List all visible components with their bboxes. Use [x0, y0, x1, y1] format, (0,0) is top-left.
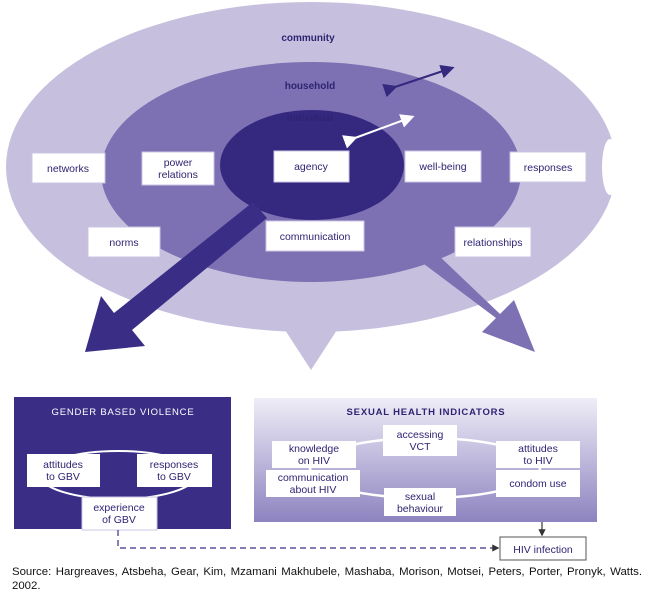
- gbv-responses-label-2: to GBV: [157, 471, 191, 483]
- gbv-responses-label-1: responses: [150, 459, 198, 471]
- source-citation: Source: Hargreaves, Atsbeha, Gear, Kim, …: [12, 566, 642, 592]
- shi-attitudes-label-2: to HIV: [523, 455, 552, 467]
- gbv-attitudes-box: attitudes to GBV: [27, 454, 100, 487]
- well-being-label: well-being: [418, 161, 466, 173]
- shi-attitudes-box: attitudes to HIV: [496, 441, 580, 468]
- norms-box: norms: [87, 226, 161, 258]
- communication-box: communication: [265, 220, 365, 252]
- relationships-label: relationships: [464, 237, 523, 249]
- shi-accessing-box: accessing VCT: [383, 425, 457, 456]
- gbv-attitudes-label-1: attitudes: [43, 459, 83, 471]
- gbv-experience-label-2: of GBV: [102, 514, 136, 526]
- networks-box: networks: [31, 152, 106, 184]
- hiv-infection-box: HIV infection: [499, 536, 587, 561]
- arrow-to-gbv: [85, 202, 267, 352]
- shi-sexual-box: sexual behaviour: [384, 488, 456, 516]
- gbv-experience-label-1: experience: [93, 502, 145, 514]
- hiv-infection-label: HIV infection: [513, 544, 573, 556]
- individual-household-arrow: [342, 114, 415, 149]
- shi-knowledge-box: knowledge on HIV: [272, 441, 356, 468]
- gbv-responses-box: responses to GBV: [137, 454, 212, 487]
- shi-accessing-label-2: VCT: [410, 441, 432, 453]
- shi-condom-box: condom use: [496, 470, 580, 497]
- arrow-center-down: [285, 293, 337, 370]
- community-label: community: [281, 33, 335, 44]
- shi-communication-box: communication about HIV: [266, 470, 360, 497]
- power-relations-label-2: relations: [158, 169, 198, 181]
- power-relations-box: power relations: [141, 151, 215, 186]
- norms-label: norms: [109, 237, 138, 249]
- communication-label: communication: [280, 231, 351, 243]
- networks-label: networks: [47, 163, 89, 175]
- well-being-box: well-being: [404, 150, 482, 183]
- gbv-title: GENDER BASED VIOLENCE: [52, 407, 195, 418]
- shi-condom-label: condom use: [509, 478, 566, 490]
- shi-communication-label-1: communication: [278, 472, 349, 484]
- shi-knowledge-label-1: knowledge: [289, 443, 339, 455]
- shi-title: SEXUAL HEALTH INDICATORS: [347, 407, 506, 418]
- ring-edge-gap: [602, 139, 618, 195]
- agency-label: agency: [294, 161, 329, 173]
- shi-knowledge-label-2: on HIV: [298, 455, 330, 467]
- gbv-attitudes-label-2: to GBV: [46, 471, 80, 483]
- shi-attitudes-label-1: attitudes: [518, 443, 558, 455]
- agency-box: agency: [273, 150, 350, 183]
- arrow-to-shi: [400, 232, 535, 352]
- responses-label: responses: [524, 162, 572, 174]
- gbv-experience-box: experience of GBV: [81, 496, 158, 531]
- relationships-box: relationships: [454, 226, 532, 258]
- household-label: household: [285, 81, 336, 92]
- shi-sexual-label-1: sexual: [405, 491, 435, 503]
- responses-box: responses: [509, 151, 587, 183]
- individual-label: individual: [287, 113, 334, 124]
- shi-communication-label-2: about HIV: [290, 484, 337, 496]
- gbv-to-hiv-connector: [117, 530, 500, 552]
- shi-accessing-label-1: accessing: [397, 429, 444, 441]
- household-community-arrow: [382, 64, 455, 98]
- shi-sexual-label-2: behaviour: [397, 503, 444, 515]
- power-relations-label-1: power: [164, 157, 193, 169]
